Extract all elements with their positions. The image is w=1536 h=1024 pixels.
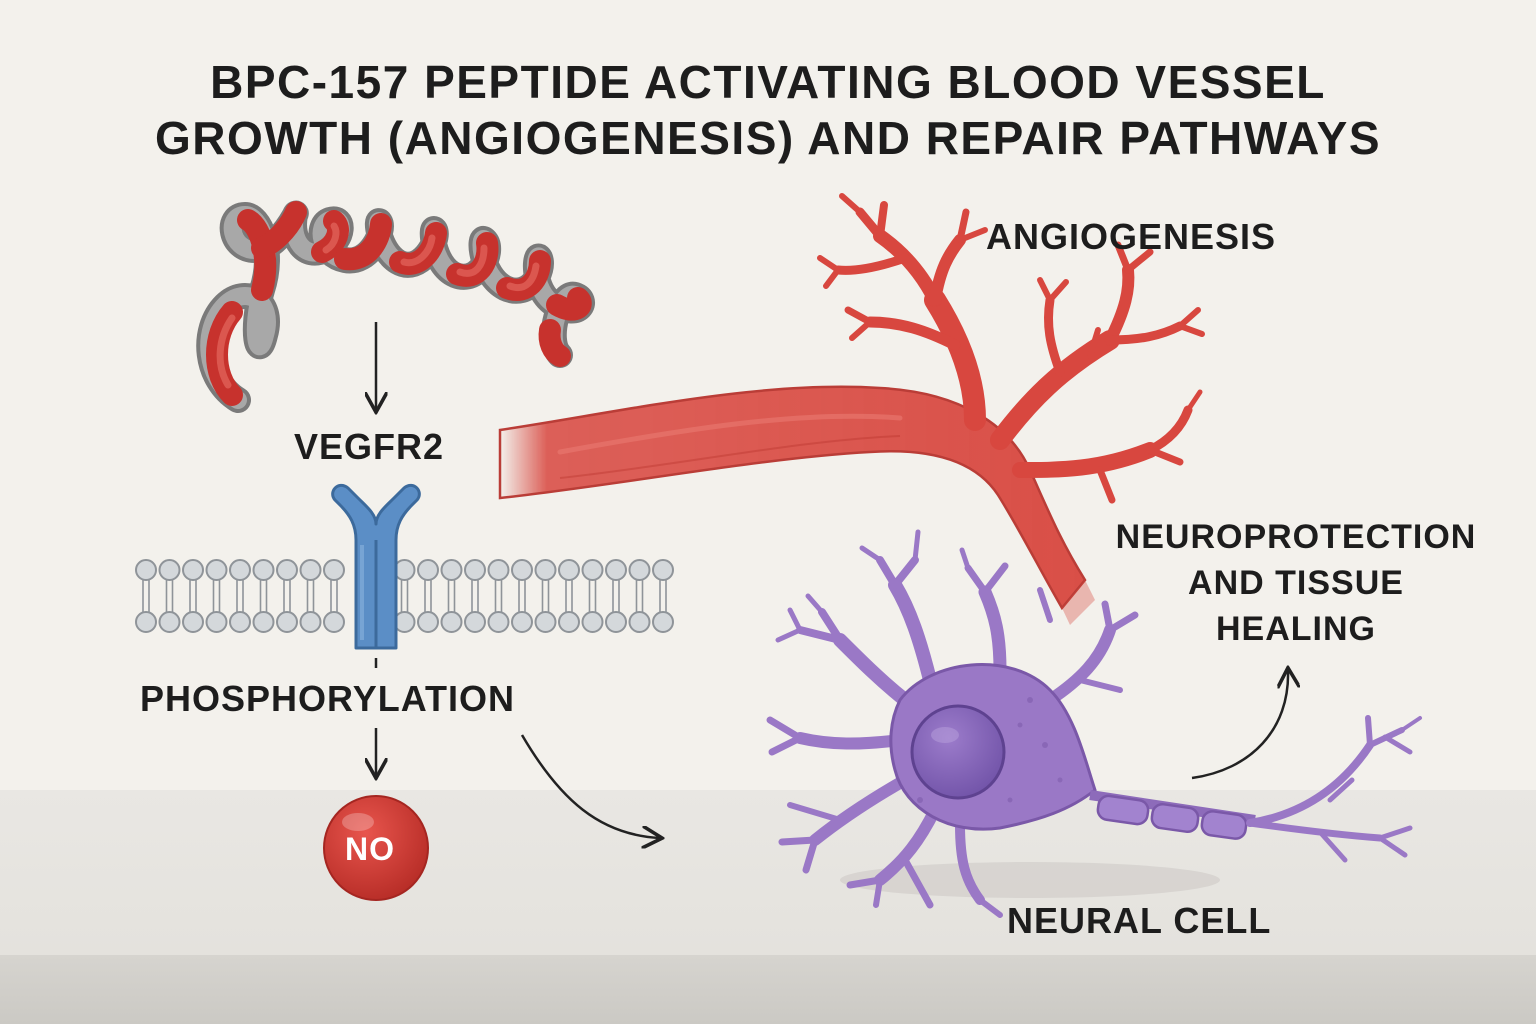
phospholipid-head xyxy=(252,559,275,581)
phospholipid-head xyxy=(158,611,181,633)
outcome-line-2: AND TISSUE xyxy=(1188,564,1404,602)
arrow-to-outcome xyxy=(1191,670,1288,780)
phospholipid-head xyxy=(558,559,580,581)
phospholipid-head xyxy=(299,611,322,633)
phospholipid-head xyxy=(135,559,157,581)
nitric-oxide-molecule xyxy=(323,795,429,901)
phospholipid-head xyxy=(252,611,275,633)
phospholipid-head xyxy=(229,611,251,633)
cell-membrane xyxy=(135,559,674,633)
page-title: BPC-157 PEPTIDE ACTIVATING BLOOD VESSEL … xyxy=(0,54,1536,166)
phospholipid-head xyxy=(628,611,651,633)
phospholipid-head xyxy=(440,611,463,633)
vegfr2-label: VEGFR2 xyxy=(294,426,445,467)
phospholipid-head xyxy=(652,559,674,581)
neural-cell-label: NEURAL CELL xyxy=(1007,900,1272,941)
phospholipid-head xyxy=(628,559,651,581)
angiogenesis-label: ANGIOGENESIS xyxy=(986,216,1277,257)
phospholipid-head xyxy=(511,611,533,633)
phospholipid-head xyxy=(135,611,157,633)
phospholipid-head xyxy=(323,611,345,633)
neural-cell xyxy=(766,529,1422,918)
phospholipid-head xyxy=(323,559,345,581)
phospholipid-head xyxy=(299,559,322,581)
phospholipid-head xyxy=(417,559,439,581)
phospholipid-head xyxy=(182,559,204,581)
blood-vessel xyxy=(498,193,1205,625)
phospholipid-head xyxy=(205,559,228,581)
outcome-line-3: HEALING xyxy=(1216,610,1376,648)
title-line-2: GROWTH (ANGIOGENESIS) AND REPAIR PATHWAY… xyxy=(154,112,1382,164)
phospholipid-head xyxy=(558,611,580,633)
phospholipid-head xyxy=(605,611,627,633)
phospholipid-head xyxy=(440,559,463,581)
outcome-label: NEUROPROTECTION AND TISSUE HEALING xyxy=(1108,514,1484,652)
phospholipid-head xyxy=(581,611,604,633)
phospholipid-head xyxy=(487,611,510,633)
phospholipid-head xyxy=(652,611,674,633)
vegfr2-receptor xyxy=(331,483,421,650)
phospholipid-head xyxy=(534,611,557,633)
phosphorylation-label: PHOSPHORYLATION xyxy=(140,678,516,719)
peptide-helix xyxy=(196,200,595,413)
phospholipid-head xyxy=(276,559,298,581)
outcome-line-1: NEUROPROTECTION xyxy=(1115,518,1477,556)
phospholipid-head xyxy=(464,559,486,581)
title-line-1: BPC-157 PEPTIDE ACTIVATING BLOOD VESSEL xyxy=(210,56,1326,108)
phospholipid-head xyxy=(487,559,510,581)
phospholipid-head xyxy=(464,611,486,633)
phospholipid-head xyxy=(205,611,228,633)
phospholipid-head xyxy=(182,611,204,633)
phospholipid-head xyxy=(581,559,604,581)
phospholipid-head xyxy=(511,559,533,581)
phospholipid-head xyxy=(229,559,251,581)
no-label: NO xyxy=(345,831,395,867)
phospholipid-head xyxy=(158,559,181,581)
phospholipid-head xyxy=(534,559,557,581)
phospholipid-head xyxy=(276,611,298,633)
phospholipid-head xyxy=(605,559,627,581)
floor-edge xyxy=(0,955,1536,1024)
phospholipid-head xyxy=(417,611,439,633)
arrow-to-neuron xyxy=(520,734,660,838)
